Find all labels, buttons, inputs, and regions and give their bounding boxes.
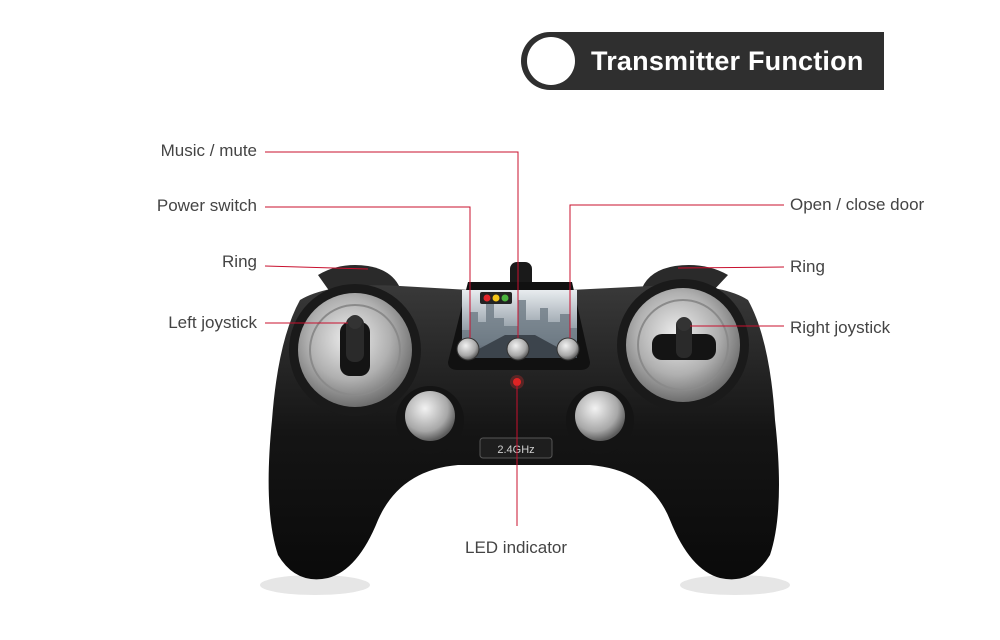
right-joystick-cap (677, 317, 691, 331)
callout-right-joystick: Right joystick (790, 318, 891, 337)
right-trim-knob[interactable] (575, 391, 625, 441)
leader-lines (264, 151, 785, 526)
leader-open-close-door (569, 204, 784, 338)
screen-city-skyline (462, 300, 577, 345)
left-grip-shadow (260, 575, 370, 595)
red-light-icon (483, 294, 491, 302)
title-banner: Transmitter Function (521, 32, 884, 90)
open-close-door-button[interactable] (556, 337, 580, 361)
leader-music-mute (265, 151, 519, 338)
left-ring-shoulder (318, 265, 400, 292)
leader-power-switch (265, 206, 471, 338)
banner-circle-icon (527, 37, 575, 85)
led-indicator-light (513, 378, 521, 386)
callout-open-close-door: Open / close door (790, 195, 925, 214)
callout-ring-right: Ring (790, 257, 825, 276)
frequency-plate (479, 437, 553, 459)
callout-ring-left: Ring (222, 252, 257, 271)
leader-ring-right (677, 266, 785, 269)
right-joystick-rim (637, 299, 729, 391)
callout-led-indicator: LED indicator (465, 538, 568, 557)
left-trim-knob[interactable] (405, 391, 455, 441)
left-joystick-rim (309, 304, 401, 396)
left-joystick-stick[interactable] (346, 316, 364, 362)
frequency-label: 2.4GHz (497, 444, 534, 456)
page-title: Transmitter Function (591, 46, 864, 76)
callout-left-joystick: Left joystick (168, 313, 257, 332)
callout-power-switch: Power switch (156, 196, 257, 215)
leader-ring-left (264, 265, 369, 270)
led-glow (510, 375, 524, 389)
callout-music-mute: Music / mute (160, 141, 257, 160)
music-mute-button[interactable] (506, 337, 530, 361)
left-joystick-cap (348, 315, 362, 329)
power-switch-button[interactable] (456, 337, 480, 361)
right-grip-shadow (680, 575, 790, 595)
green-light-icon (501, 294, 509, 302)
yellow-light-icon (492, 294, 500, 302)
